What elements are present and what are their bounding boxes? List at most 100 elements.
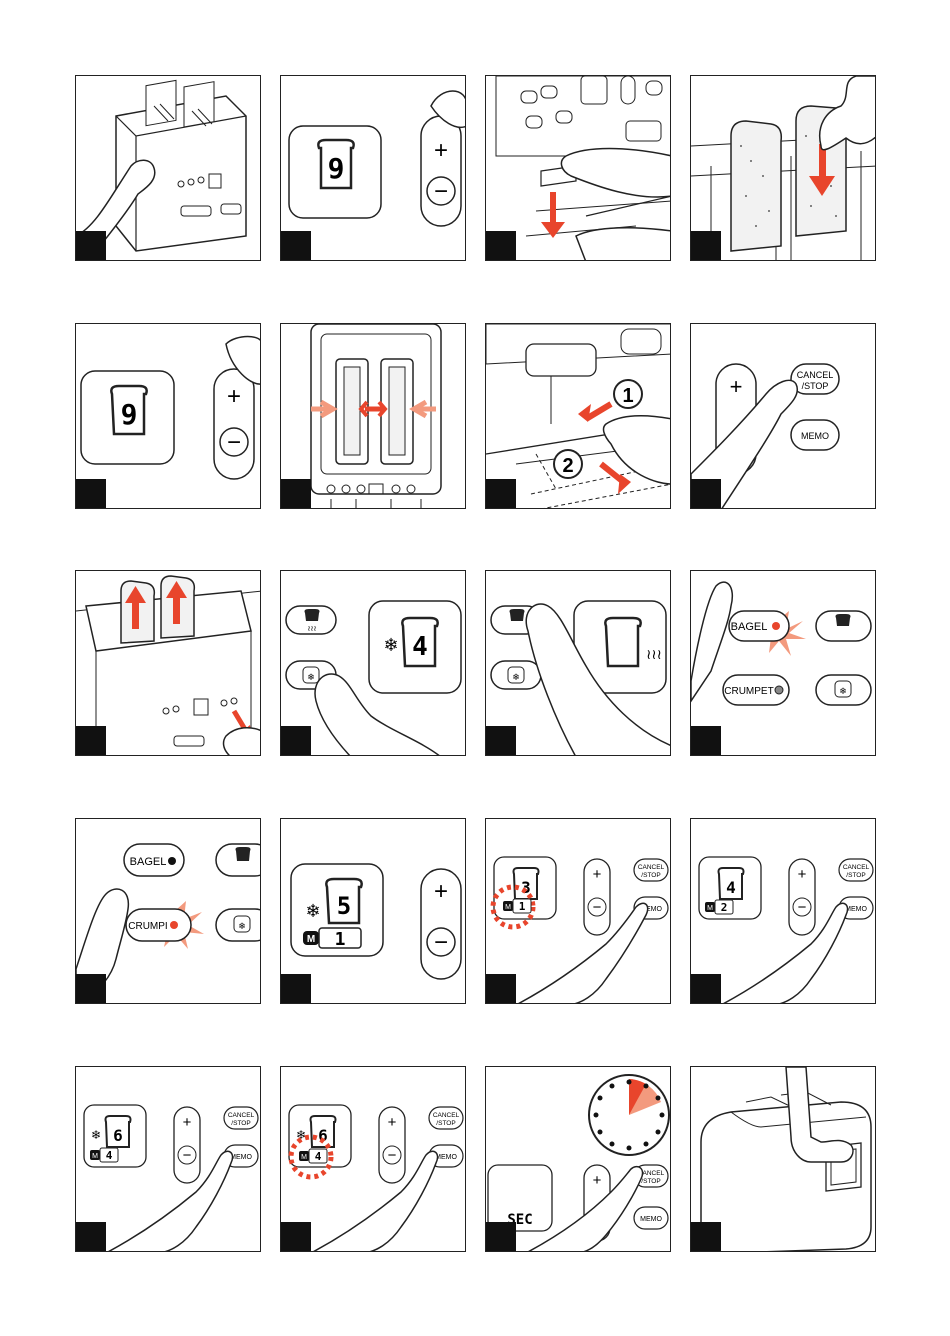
display-digit: 4 xyxy=(412,632,428,662)
step-marker xyxy=(280,479,311,509)
snowflake-icon: ❄ xyxy=(512,672,520,682)
panel-crumpet-mode: BAGEL CRUMPI ❄ xyxy=(75,818,261,1004)
snowflake-icon: ❄ xyxy=(307,672,315,682)
memo-button-label[interactable]: MEMO xyxy=(640,1216,662,1223)
step-marker xyxy=(690,726,721,756)
step-marker xyxy=(280,231,311,261)
memory-slot-digit: 1 xyxy=(335,929,346,950)
plus-button-label[interactable]: + xyxy=(434,137,448,164)
minus-button-label[interactable]: − xyxy=(388,1147,397,1164)
snowflake-icon: ❄ xyxy=(91,1128,101,1142)
plus-button-label[interactable]: + xyxy=(434,878,448,905)
stop-button-label[interactable]: /STOP xyxy=(436,1120,455,1127)
plus-button-label[interactable]: + xyxy=(798,866,807,883)
display-digit: 6 xyxy=(113,1126,123,1145)
display-digit: 4 xyxy=(726,878,736,897)
step-marker xyxy=(75,479,106,509)
display-digit: 9 xyxy=(121,398,138,431)
cancel-button-label[interactable]: CANCEL xyxy=(843,864,870,871)
panel-display-9-adjust: 9 + − xyxy=(75,323,261,509)
panel-memo-save-2: 4 M 2 + − CANCEL /STOP MEMO xyxy=(690,818,876,1004)
plus-button-label[interactable]: + xyxy=(593,866,602,883)
snowflake-icon: ❄ xyxy=(305,901,320,921)
plus-button-label[interactable]: + xyxy=(730,374,743,399)
memory-slot-digit: 2 xyxy=(721,901,728,914)
memory-badge: M xyxy=(92,1153,98,1160)
memory-slot-digit: 1 xyxy=(519,900,526,913)
stop-button-label[interactable]: /STOP xyxy=(641,1178,660,1185)
panel-reheat-mode: ❄ ≀≀≀ xyxy=(485,570,671,756)
panel-lever-down xyxy=(485,75,671,261)
minus-button-label[interactable]: − xyxy=(434,929,448,956)
panel-insert-bread xyxy=(690,75,876,261)
panel-timer-cancel: SEC + CANCEL /STOP MEMO xyxy=(485,1066,671,1252)
step-marker xyxy=(485,974,516,1004)
memory-badge: M xyxy=(707,905,713,912)
bagel-button-label[interactable]: BAGEL xyxy=(731,621,768,633)
panel-display-9: 9 + − xyxy=(280,75,466,261)
bagel-indicator-light xyxy=(168,857,176,865)
step-two-label: 2 xyxy=(562,455,573,477)
stop-button-label[interactable]: /STOP xyxy=(846,872,865,879)
memory-badge: M xyxy=(301,1154,307,1161)
memo-button-label[interactable]: MEMO xyxy=(801,431,829,441)
step-marker xyxy=(485,479,516,509)
step-marker xyxy=(690,974,721,1004)
reheat-icon: ≀≀≀ xyxy=(308,624,317,633)
panel-clean-toaster xyxy=(75,75,261,261)
crumpet-button-label[interactable]: CRUMPET xyxy=(724,686,773,697)
step-marker xyxy=(280,1222,311,1252)
panel-cancel-stop: + CANCEL /STOP MEMO xyxy=(690,323,876,509)
display-digit: 9 xyxy=(328,152,345,185)
memory-badge: M xyxy=(505,904,511,911)
panel-slots-centering xyxy=(280,323,466,509)
reheat-icon: ≀≀≀ xyxy=(646,646,662,662)
snowflake-icon: ❄ xyxy=(839,686,847,696)
panel-bagel-mode: BAGEL CRUMPET ❄ xyxy=(690,570,876,756)
minus-button-label[interactable]: − xyxy=(798,899,807,916)
step-marker xyxy=(75,1222,106,1252)
step-marker xyxy=(690,231,721,261)
memory-badge: M xyxy=(307,934,315,945)
cancel-button-label[interactable]: CANCEL xyxy=(638,864,665,871)
panel-memo-recall: ❄ 6 M 4 + − CANCEL /STOP MEMO xyxy=(75,1066,261,1252)
memory-slot-digit: 4 xyxy=(106,1149,113,1162)
step-marker xyxy=(690,479,721,509)
cancel-button-label[interactable]: CANCEL xyxy=(433,1112,460,1119)
bagel-button-label[interactable]: BAGEL xyxy=(130,856,167,868)
crumpet-indicator-light xyxy=(775,686,783,694)
display-digit: 5 xyxy=(337,892,351,920)
plus-button-label[interactable]: + xyxy=(227,383,241,410)
minus-button-label[interactable]: − xyxy=(593,899,602,916)
memory-slot-digit: 4 xyxy=(315,1150,322,1163)
minus-button-label[interactable]: − xyxy=(227,429,241,456)
step-one-label: 1 xyxy=(622,385,633,407)
step-marker xyxy=(280,726,311,756)
step-marker xyxy=(75,726,106,756)
panel-memo-save-1: 3 M 1 + − CANCEL /STOP MEMO xyxy=(485,818,671,1004)
crumpet-indicator-light xyxy=(170,921,178,929)
step-marker xyxy=(485,1222,516,1252)
cancel-button-label[interactable]: CANCEL xyxy=(797,370,834,380)
stop-button-label[interactable]: /STOP xyxy=(641,872,660,879)
plus-button-label[interactable]: + xyxy=(388,1114,397,1131)
plus-button-label[interactable]: + xyxy=(593,1172,602,1189)
cancel-button-label[interactable]: CANCEL xyxy=(228,1112,255,1119)
snowflake-icon: ❄ xyxy=(238,921,246,931)
bagel-indicator-light xyxy=(772,622,780,630)
step-marker xyxy=(75,974,106,1004)
minus-button-label[interactable]: − xyxy=(183,1147,192,1164)
plus-button-label[interactable]: + xyxy=(183,1114,192,1131)
panel-frozen-mode: ≀≀≀ ❄ ❄ 4 xyxy=(280,570,466,756)
minus-button-label[interactable]: − xyxy=(434,178,448,205)
crumpet-button-label[interactable]: CRUMPI xyxy=(128,921,167,932)
panel-crumb-tray: 1 2 xyxy=(485,323,671,509)
step-marker xyxy=(690,1222,721,1252)
stop-button-label[interactable]: /STOP xyxy=(802,381,829,391)
step-marker xyxy=(485,231,516,261)
stop-button-label[interactable]: /STOP xyxy=(231,1120,250,1127)
panel-lift-toast xyxy=(75,570,261,756)
step-marker xyxy=(280,974,311,1004)
display-digit: 3 xyxy=(521,878,531,897)
panel-carry-toaster xyxy=(690,1066,876,1252)
